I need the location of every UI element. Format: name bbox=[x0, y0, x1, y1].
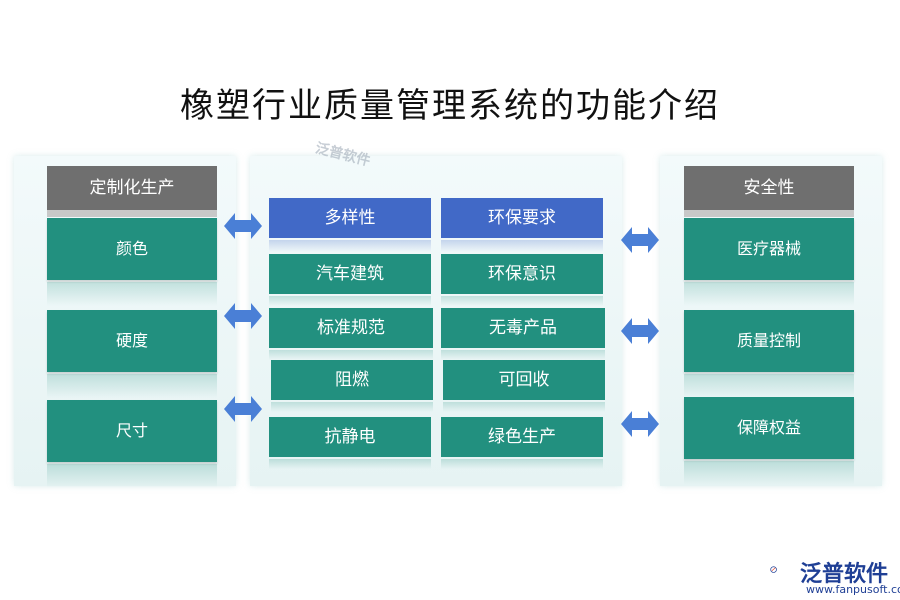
double-arrow-icon bbox=[621, 318, 659, 344]
middle-card-nontoxic: 无毒产品 bbox=[441, 308, 605, 360]
left-card-size: 尺寸 bbox=[47, 400, 217, 488]
middle-card-flame-retardant: 阻燃 bbox=[271, 360, 433, 412]
left-header: 定制化生产 bbox=[47, 166, 217, 217]
right-card-medical: 医疗器械 bbox=[684, 218, 854, 306]
middle-card-green-production: 绿色生产 bbox=[441, 417, 603, 469]
brand-url: www.fanpusoft.com bbox=[806, 583, 900, 596]
middle-card-recyclable: 可回收 bbox=[443, 360, 605, 412]
double-arrow-icon bbox=[224, 213, 262, 239]
middle-card-standards: 标准规范 bbox=[269, 308, 433, 360]
middle-card-antistatic: 抗静电 bbox=[269, 417, 431, 469]
middle-card-eco-awareness: 环保意识 bbox=[441, 254, 603, 306]
middle-header-diversity: 多样性 bbox=[269, 198, 431, 252]
page-title: 橡塑行业质量管理系统的功能介绍 bbox=[180, 86, 720, 126]
middle-header-eco: 环保要求 bbox=[441, 198, 603, 252]
right-card-quality: 质量控制 bbox=[684, 310, 854, 398]
double-arrow-icon bbox=[224, 303, 262, 329]
left-card-hardness: 硬度 bbox=[47, 310, 217, 398]
double-arrow-icon bbox=[621, 411, 659, 437]
brand-logo-icon bbox=[770, 566, 777, 573]
right-card-rights: 保障权益 bbox=[684, 397, 854, 485]
right-header: 安全性 bbox=[684, 166, 854, 217]
double-arrow-icon bbox=[224, 396, 262, 422]
brand-name: 泛普软件 bbox=[800, 562, 889, 587]
double-arrow-icon bbox=[621, 227, 659, 253]
middle-card-auto-building: 汽车建筑 bbox=[269, 254, 431, 306]
left-card-color: 颜色 bbox=[47, 218, 217, 306]
